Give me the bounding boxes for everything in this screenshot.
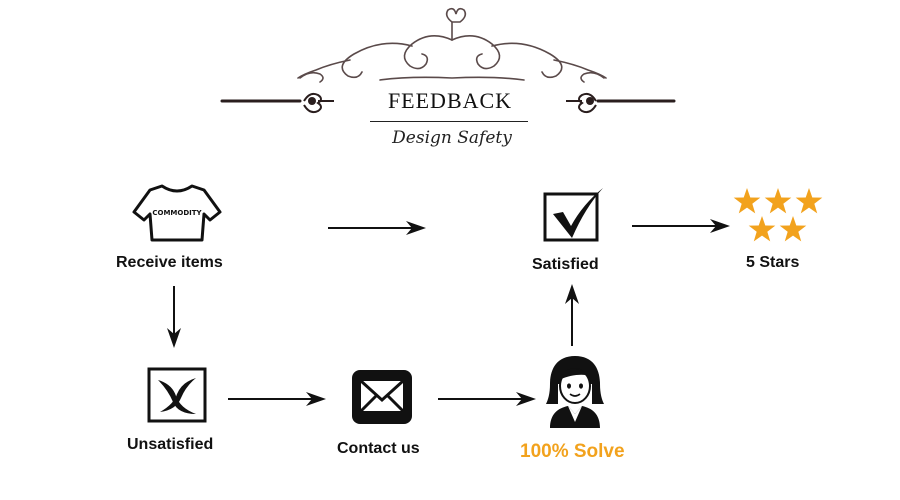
arrow-right-icon — [438, 392, 536, 406]
header-ornament — [220, 7, 676, 114]
arrow-right-icon — [228, 392, 326, 406]
star-icon — [733, 188, 761, 214]
receive-items-label: Receive items — [116, 254, 223, 271]
page-subtitle: Design Safety — [392, 128, 512, 148]
five-stars-icon — [733, 188, 823, 242]
tshirt-icon: COMMODITY — [132, 182, 222, 244]
checkbox-x-icon — [146, 366, 208, 424]
satisfied-label: Satisfied — [532, 256, 599, 273]
arrow-right-icon — [328, 221, 426, 235]
contact-us-label: Contact us — [337, 440, 420, 457]
support-agent-icon — [544, 354, 606, 430]
arrow-down-icon — [167, 286, 181, 348]
envelope-icon — [350, 368, 414, 426]
solve-label: 100% Solve — [520, 441, 625, 462]
checkbox-check-icon — [541, 186, 607, 242]
star-icon — [795, 188, 823, 214]
arrow-right-icon — [632, 219, 730, 233]
tshirt-print-text: COMMODITY — [152, 209, 202, 217]
title-divider — [370, 121, 528, 122]
page-title: FEEDBACK — [387, 88, 513, 113]
star-icon — [748, 216, 776, 242]
star-icon — [764, 188, 792, 214]
star-icon — [779, 216, 807, 242]
five-stars-label: 5 Stars — [746, 254, 800, 271]
arrow-up-icon — [565, 284, 579, 346]
unsatisfied-label: Unsatisfied — [127, 436, 214, 453]
